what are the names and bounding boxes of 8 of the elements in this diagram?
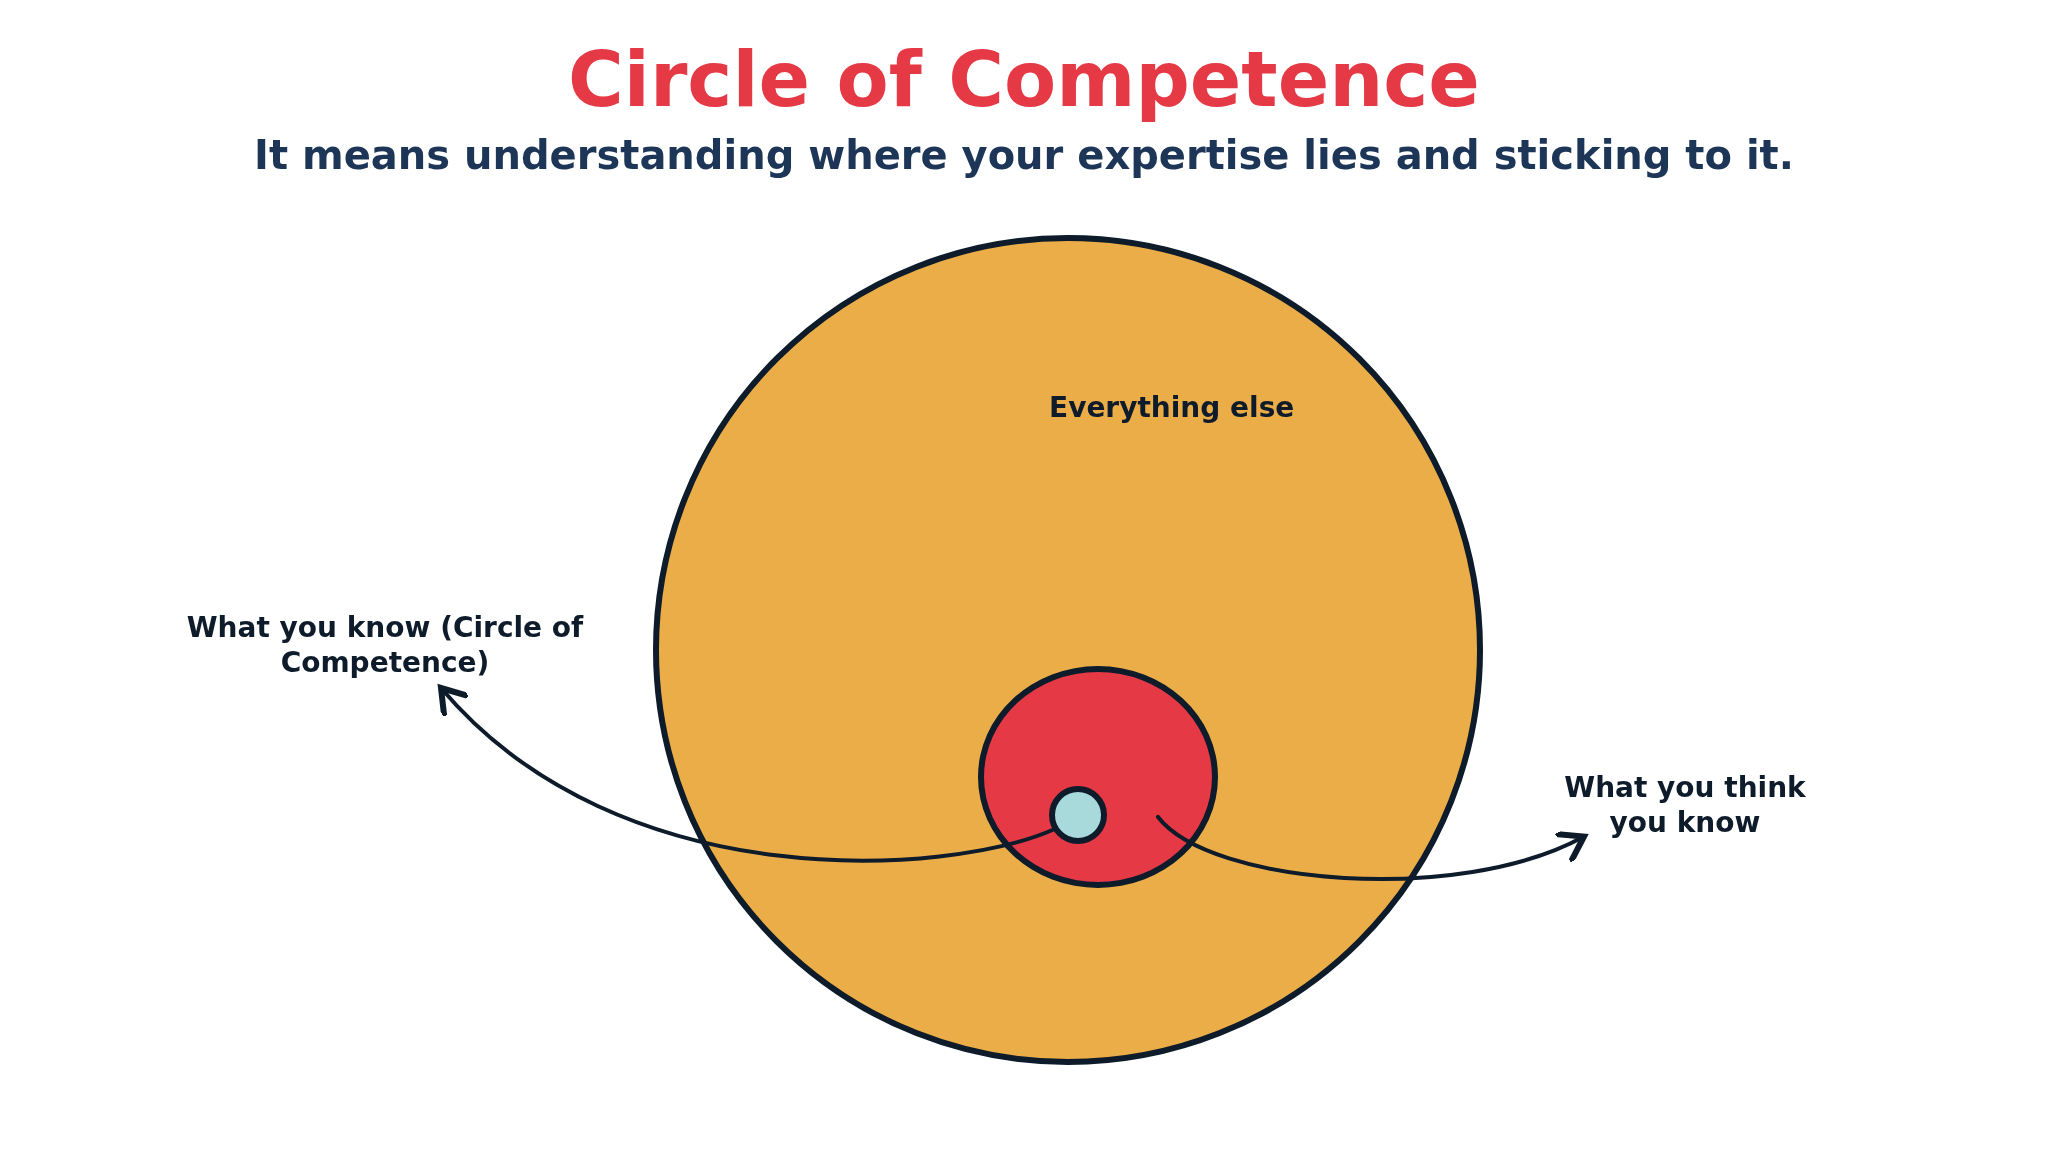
region-label: Everything else xyxy=(1049,391,1295,424)
annotation-text: What you think you know xyxy=(1560,770,1810,840)
leader-arrow xyxy=(1156,814,1587,881)
title: Circle of Competence xyxy=(567,35,1481,124)
annotation-text: What you know (Circle of Competence) xyxy=(185,610,585,680)
leader-arrow xyxy=(438,685,1056,863)
subtitle: It means understanding where your expertise lies and sticking to it. xyxy=(253,132,1795,178)
inner-circle xyxy=(1049,786,1107,844)
